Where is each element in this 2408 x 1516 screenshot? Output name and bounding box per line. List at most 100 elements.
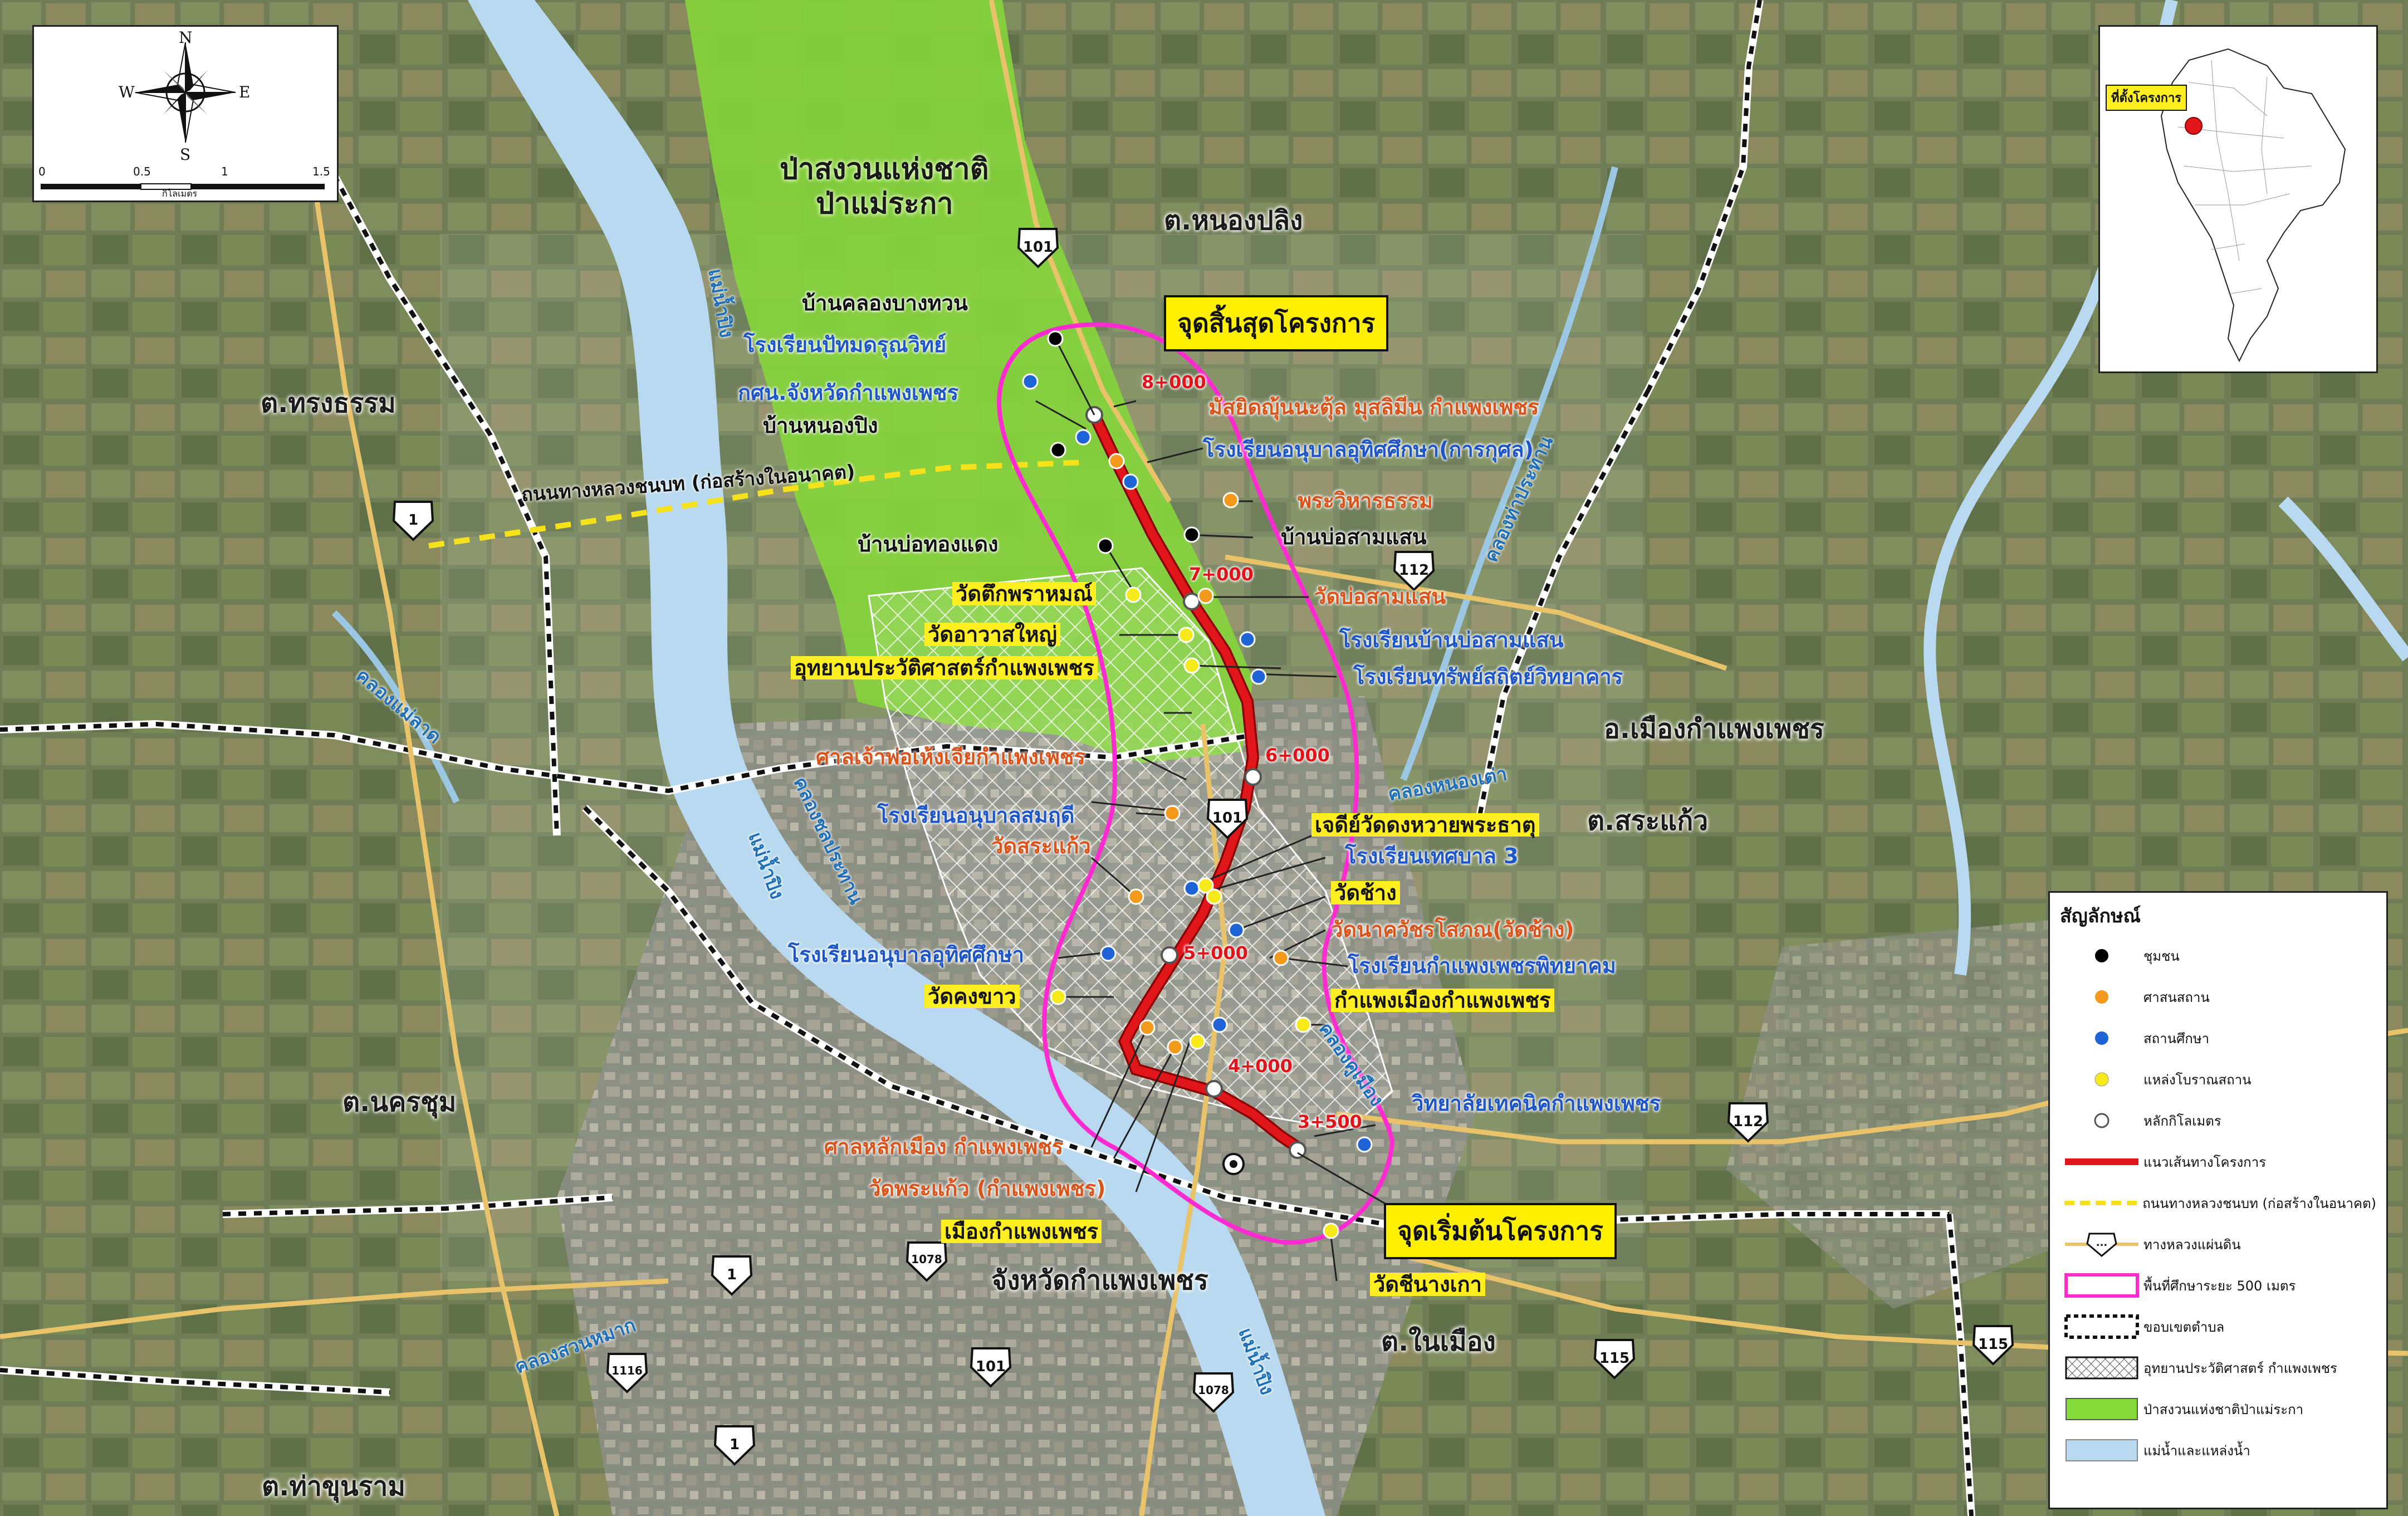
highway-shield: 115 <box>1593 1337 1636 1380</box>
scale-unit: กิโลเมตร <box>162 188 198 199</box>
highway-shield-icon <box>1017 228 1059 268</box>
rural-road-icon <box>2064 1201 2138 1205</box>
area-nai-mueang: ต.ในเมือง <box>1381 1326 1496 1357</box>
highway-number: 115 <box>1599 1350 1630 1367</box>
ancient-wat-tuek: วัดตึกพราหมณ์ <box>952 582 1096 605</box>
legend-row-route: แนวเส้นทางโครงการ <box>2060 1141 2376 1182</box>
compass-e: E <box>239 83 251 101</box>
school-point <box>1122 473 1139 490</box>
km-label-6000: 6+000 <box>1265 745 1330 766</box>
ancient-point <box>1183 657 1200 674</box>
scale-tick-05: 0.5 <box>133 165 151 178</box>
km-marker <box>1289 1141 1306 1159</box>
compass-n: N <box>179 28 193 47</box>
legend-row-rural-road: ถนนทางหลวงชนบท (ก่อสร้างในอนาคต) <box>2060 1182 2376 1224</box>
scale-tick-0: 0 <box>38 165 46 178</box>
km-label-4000: 4+000 <box>1228 1055 1293 1077</box>
highway-shield-icon <box>392 501 434 541</box>
route-line-icon <box>2065 1158 2138 1165</box>
religious-point <box>1164 805 1181 821</box>
thailand-outline <box>2160 48 2346 363</box>
highway-shield-icon <box>1192 1372 1235 1413</box>
ping-river <box>468 0 1325 1516</box>
ancient-point <box>1050 989 1066 1005</box>
highway-shield: 1 <box>710 1253 753 1297</box>
km-marker <box>1205 1080 1223 1098</box>
highway-shield: 1 <box>713 1423 756 1466</box>
legend-label: ศาสนสถาน <box>2143 989 2210 1005</box>
school-point <box>1183 880 1200 897</box>
ancient-park: อุทยานประวัติศาสตร์กำแพงเพชร <box>791 656 1098 679</box>
ancient-point <box>1189 1033 1206 1050</box>
community-point <box>1047 330 1064 347</box>
legend-label: สถานศึกษา <box>2143 1030 2210 1046</box>
scale-tick-1: 1 <box>221 165 228 178</box>
community-point <box>1050 442 1066 458</box>
school-point <box>1228 922 1245 938</box>
legend-row-community: ชุมชน <box>2060 935 2376 976</box>
school-sap: โรงเรียนทรัพย์สถิตย์วิทยาคาร <box>1353 664 1623 689</box>
religious-point <box>1108 453 1125 470</box>
legend-label: ขอบเขตตำบล <box>2143 1319 2225 1335</box>
community-nong-ping: บ้านหนองปิง <box>763 413 878 438</box>
highway-shield-icon <box>1972 1325 2014 1366</box>
religious-point <box>1139 1019 1156 1036</box>
legend-row-school: สถานศึกษา <box>2060 1018 2376 1059</box>
ancient-point <box>1197 877 1214 894</box>
religious-wat-sa-kaeo: วัดสระแก้ว <box>991 834 1091 858</box>
highway-number: 1078 <box>911 1253 942 1266</box>
school-kpp-pit: โรงเรียนกำแพงเพชรพิทยาคม <box>1348 953 1616 978</box>
highway-number: 1 <box>726 1266 737 1283</box>
locator-panel: ที่ตั้งโครงการ <box>2098 25 2378 373</box>
community-point <box>1183 526 1200 543</box>
area-province: จังหวัดกำแพงเพชร <box>991 1265 1208 1296</box>
highway-number: 1078 <box>1198 1383 1229 1397</box>
highway-shield-icon: ... <box>2065 1233 2138 1257</box>
highway-shield: 101 <box>969 1345 1012 1388</box>
school-points <box>1022 373 1373 1153</box>
ancient-point <box>1125 586 1142 603</box>
school-point <box>1075 429 1092 446</box>
religious-point <box>1222 492 1239 508</box>
legend-row-ancient: แหล่งโบราณสถาน <box>2060 1059 2376 1100</box>
community-khlong-bang-thuan: บ้านคลองบางทวน <box>802 291 968 315</box>
km-markers <box>1085 406 1306 1159</box>
area-song-tham: ต.ทรงธรรม <box>261 388 396 419</box>
school-anuban-uthit: โรงเรียนอนุบาลอุทิศศึกษา <box>788 942 1025 967</box>
ancient-mueang: เมืองกำแพงเพชร <box>941 1220 1102 1243</box>
school-kor-sor-nor: กศน.จังหวัดกำแพงเพชร <box>738 380 959 405</box>
community-dot-icon <box>2095 949 2108 962</box>
km-marker <box>1161 946 1178 964</box>
water-icon <box>2066 1439 2138 1461</box>
compass-panel: N S E W 0 0.5 1 1.5 กิโลเมตร <box>32 25 339 202</box>
ancient-wat-awat: วัดอาวาสใหญ่ <box>924 623 1061 646</box>
highway-symbol-text: ... <box>2096 1237 2108 1249</box>
ancient-point <box>1178 627 1195 643</box>
highway-shield: 1078 <box>1192 1370 1235 1414</box>
forest-label-2: ป่าแม่ระกา <box>816 187 953 221</box>
highway-shield: 1078 <box>905 1239 948 1283</box>
legend-label: แนวเส้นทางโครงการ <box>2143 1154 2267 1170</box>
irrigation-canal <box>1400 166 1618 781</box>
legend-label: ทางหลวงแผ่นดิน <box>2143 1236 2241 1253</box>
ancient-point <box>1206 888 1222 905</box>
legend-row-park: อุทยานประวัติศาสตร์ กำแพงเพชร <box>2060 1347 2376 1388</box>
legend-row-study-area: พื้นที่ศึกษาระยะ 500 เมตร <box>2060 1265 2376 1306</box>
highway-shield-icon <box>906 1241 948 1282</box>
legend-row-forest: ป่าสงวนแห่งชาติป่าแม่ระกา <box>2060 1388 2376 1430</box>
ancient-points <box>1050 586 1339 1239</box>
legend-label: ถนนทางหลวงชนบท (ก่อสร้างในอนาคต) <box>2142 1195 2376 1211</box>
legend-row-km: หลักกิโลเมตร <box>2060 1100 2376 1141</box>
legend-label: อุทยานประวัติศาสตร์ กำแพงเพชร <box>2143 1360 2337 1376</box>
ancient-dot-icon <box>2094 1072 2109 1087</box>
religious-shrine: ศาลเจ้าพ่อเห้งเจียกำแพงเพชร <box>816 745 1085 769</box>
highway-shield-icon <box>1206 799 1249 839</box>
community-bo-thong-daeng: บ้านบ่อทองแดง <box>858 532 999 556</box>
compass-w: W <box>119 83 135 101</box>
ancient-wat-chi: วัดชีนางเกา <box>1370 1273 1486 1296</box>
religious-city-pillar: ศาลหลักเมือง กำแพงเพชร <box>824 1134 1064 1159</box>
highway-number: 1 <box>729 1436 740 1453</box>
highway-number: 112 <box>1732 1113 1764 1130</box>
